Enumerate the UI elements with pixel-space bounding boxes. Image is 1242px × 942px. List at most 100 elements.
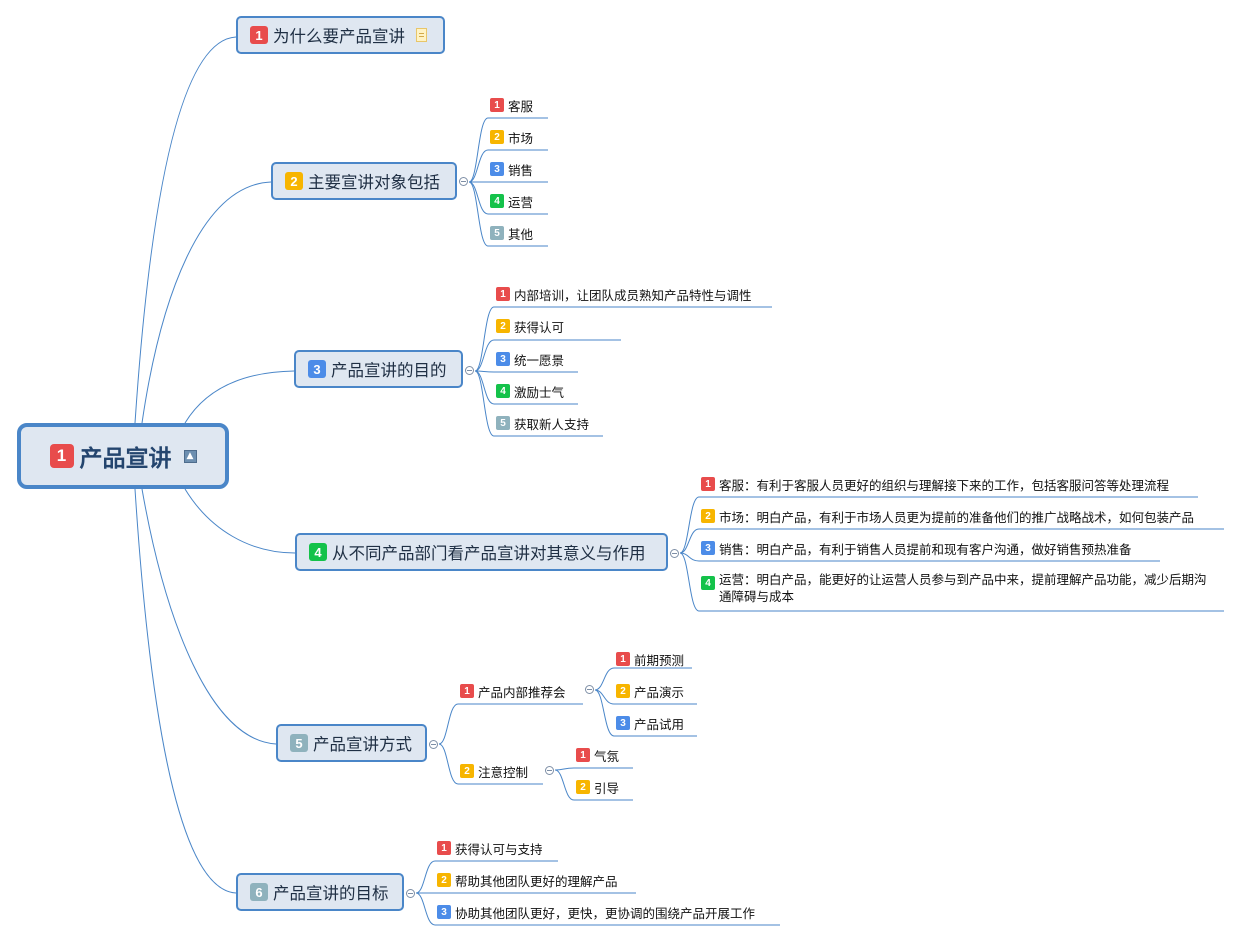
root-topic[interactable]: 1 产品宣讲 ▲ — [17, 423, 229, 489]
list-item[interactable]: 1 气氛 — [576, 743, 619, 767]
priority-4-icon: 4 — [490, 194, 504, 208]
topic-department-significance[interactable]: 4 从不同产品部门看产品宣讲对其意义与作用 — [295, 533, 668, 571]
item-label: 内部培训，让团队成员熟知产品特性与调性 — [514, 287, 752, 303]
list-item[interactable]: 2 获得认可 — [496, 314, 564, 338]
item-label: 产品演示 — [634, 684, 685, 700]
item-label: 其他 — [508, 226, 534, 242]
note-icon[interactable] — [416, 28, 427, 42]
list-item[interactable]: 3 销售 — [490, 157, 533, 181]
item-label: 运营 — [508, 194, 534, 210]
list-item[interactable]: 5 其他 — [490, 221, 533, 245]
item-label: 获得认可 — [514, 319, 565, 335]
list-item[interactable]: 2 市场 — [490, 125, 533, 149]
topic-label: 产品宣讲的目标 — [273, 884, 389, 903]
collapse-toggle[interactable] — [465, 366, 474, 375]
item-label: 统一愿景 — [514, 352, 565, 368]
topic-label: 从不同产品部门看产品宣讲对其意义与作用 — [332, 544, 646, 563]
root-topic-label: 产品宣讲 — [79, 446, 172, 472]
priority-2-icon: 2 — [285, 172, 303, 190]
priority-3-icon: 3 — [616, 716, 630, 730]
priority-2-icon: 2 — [490, 130, 504, 144]
collapse-toggle[interactable] — [459, 177, 468, 186]
topic-presentation-method[interactable]: 5 产品宣讲方式 — [276, 724, 427, 762]
list-item[interactable]: 5 获取新人支持 — [496, 411, 589, 435]
item-label: 引导 — [594, 780, 620, 796]
topic-label: 主要宣讲对象包括 — [308, 173, 440, 192]
list-item[interactable]: 3 统一愿景 — [496, 347, 564, 371]
priority-2-icon: 2 — [460, 764, 474, 778]
priority-1-icon: 1 — [437, 841, 451, 855]
topic-why-product-presentation[interactable]: 1 为什么要产品宣讲 — [236, 16, 445, 54]
priority-1-icon: 1 — [250, 26, 268, 44]
collapse-toggle[interactable] — [585, 685, 594, 694]
list-item[interactable]: 1 获得认可与支持 — [437, 836, 543, 860]
item-label: 市场 — [508, 130, 534, 146]
priority-3-icon: 3 — [496, 352, 510, 366]
collapse-toggle[interactable] — [406, 889, 415, 898]
priority-2-icon: 2 — [496, 319, 510, 333]
item-label: 运营：明白产品，能更好的让运营人员参与到产品中来，提前理解产品功能，减少后期沟通… — [719, 572, 1207, 604]
collapse-toggle[interactable] — [545, 766, 554, 775]
list-item[interactable]: 2 帮助其他团队更好的理解产品 — [437, 868, 618, 892]
list-item[interactable]: 2 产品演示 — [616, 679, 684, 703]
item-label: 获取新人支持 — [514, 416, 590, 432]
list-item[interactable]: 3 协助其他团队更好，更快，更协调的围绕产品开展工作 — [437, 900, 755, 924]
item-label: 产品内部推荐会 — [478, 684, 566, 700]
topic-label: 产品宣讲的目的 — [331, 361, 447, 380]
priority-4-icon: 4 — [309, 543, 327, 561]
list-item[interactable]: 4 激励士气 — [496, 379, 564, 403]
priority-1-icon: 1 — [701, 477, 715, 491]
priority-3-icon: 3 — [437, 905, 451, 919]
priority-2-icon: 2 — [616, 684, 630, 698]
list-item[interactable]: 1 客服：有利于客服人员更好的组织与理解接下来的工作，包括客服问答等处理流程 — [701, 472, 1169, 496]
item-label: 客服：有利于客服人员更好的组织与理解接下来的工作，包括客服问答等处理流程 — [719, 477, 1170, 493]
topic-presentation-goal[interactable]: 6 产品宣讲的目标 — [236, 873, 404, 911]
item-label: 注意控制 — [478, 764, 529, 780]
item-label: 获得认可与支持 — [455, 841, 543, 857]
topic-label: 产品宣讲方式 — [313, 735, 412, 754]
list-item[interactable]: 1 客服 — [490, 93, 533, 117]
topic-label: 为什么要产品宣讲 — [273, 27, 405, 46]
priority-4-icon: 4 — [496, 384, 510, 398]
item-label: 气氛 — [594, 748, 620, 764]
item-label: 激励士气 — [514, 384, 565, 400]
item-label: 帮助其他团队更好的理解产品 — [455, 873, 618, 889]
topic-icon: ▲ — [183, 449, 197, 463]
item-label: 客服 — [508, 98, 534, 114]
priority-1-icon: 1 — [496, 287, 510, 301]
topic-presentation-purpose[interactable]: 3 产品宣讲的目的 — [294, 350, 463, 388]
priority-4-icon: 4 — [701, 576, 715, 590]
priority-1-icon: 1 — [576, 748, 590, 762]
list-item[interactable]: 3 销售：明白产品，有利于销售人员提前和现有客户沟通，做好销售预热准备 — [701, 536, 1132, 560]
list-item[interactable]: 1 前期预测 — [616, 647, 684, 671]
list-item[interactable]: 4 运营：明白产品，能更好的让运营人员参与到产品中来，提前理解产品功能，减少后期… — [701, 571, 1216, 605]
list-item[interactable]: 4 运营 — [490, 189, 533, 213]
item-label: 产品试用 — [634, 716, 685, 732]
item-label: 前期预测 — [634, 652, 685, 668]
topic-main-audience[interactable]: 2 主要宣讲对象包括 — [271, 162, 457, 200]
list-item[interactable]: 2 引导 — [576, 775, 619, 799]
priority-6-icon: 6 — [250, 883, 268, 901]
priority-3-icon: 3 — [490, 162, 504, 176]
subtopic-attention-control[interactable]: 2 注意控制 — [460, 759, 528, 783]
priority-2-icon: 2 — [437, 873, 451, 887]
item-label: 销售：明白产品，有利于销售人员提前和现有客户沟通，做好销售预热准备 — [719, 541, 1132, 557]
priority-5-icon: 5 — [496, 416, 510, 430]
priority-1-icon: 1 — [490, 98, 504, 112]
list-item[interactable]: 2 市场：明白产品，有利于市场人员更为提前的准备他们的推广战略战术，如何包装产品 — [701, 504, 1194, 528]
priority-5-icon: 5 — [490, 226, 504, 240]
priority-1-icon: 1 — [460, 684, 474, 698]
subtopic-internal-recommendation[interactable]: 1 产品内部推荐会 — [460, 679, 566, 703]
priority-3-icon: 3 — [308, 360, 326, 378]
priority-1-icon: 1 — [616, 652, 630, 666]
collapse-toggle[interactable] — [429, 740, 438, 749]
priority-2-icon: 2 — [701, 509, 715, 523]
item-label: 协助其他团队更好，更快，更协调的围绕产品开展工作 — [455, 905, 756, 921]
priority-3-icon: 3 — [701, 541, 715, 555]
item-label: 市场：明白产品，有利于市场人员更为提前的准备他们的推广战略战术，如何包装产品 — [719, 509, 1195, 525]
list-item[interactable]: 3 产品试用 — [616, 711, 684, 735]
collapse-toggle[interactable] — [670, 549, 679, 558]
list-item[interactable]: 1 内部培训，让团队成员熟知产品特性与调性 — [496, 282, 752, 306]
priority-2-icon: 2 — [576, 780, 590, 794]
